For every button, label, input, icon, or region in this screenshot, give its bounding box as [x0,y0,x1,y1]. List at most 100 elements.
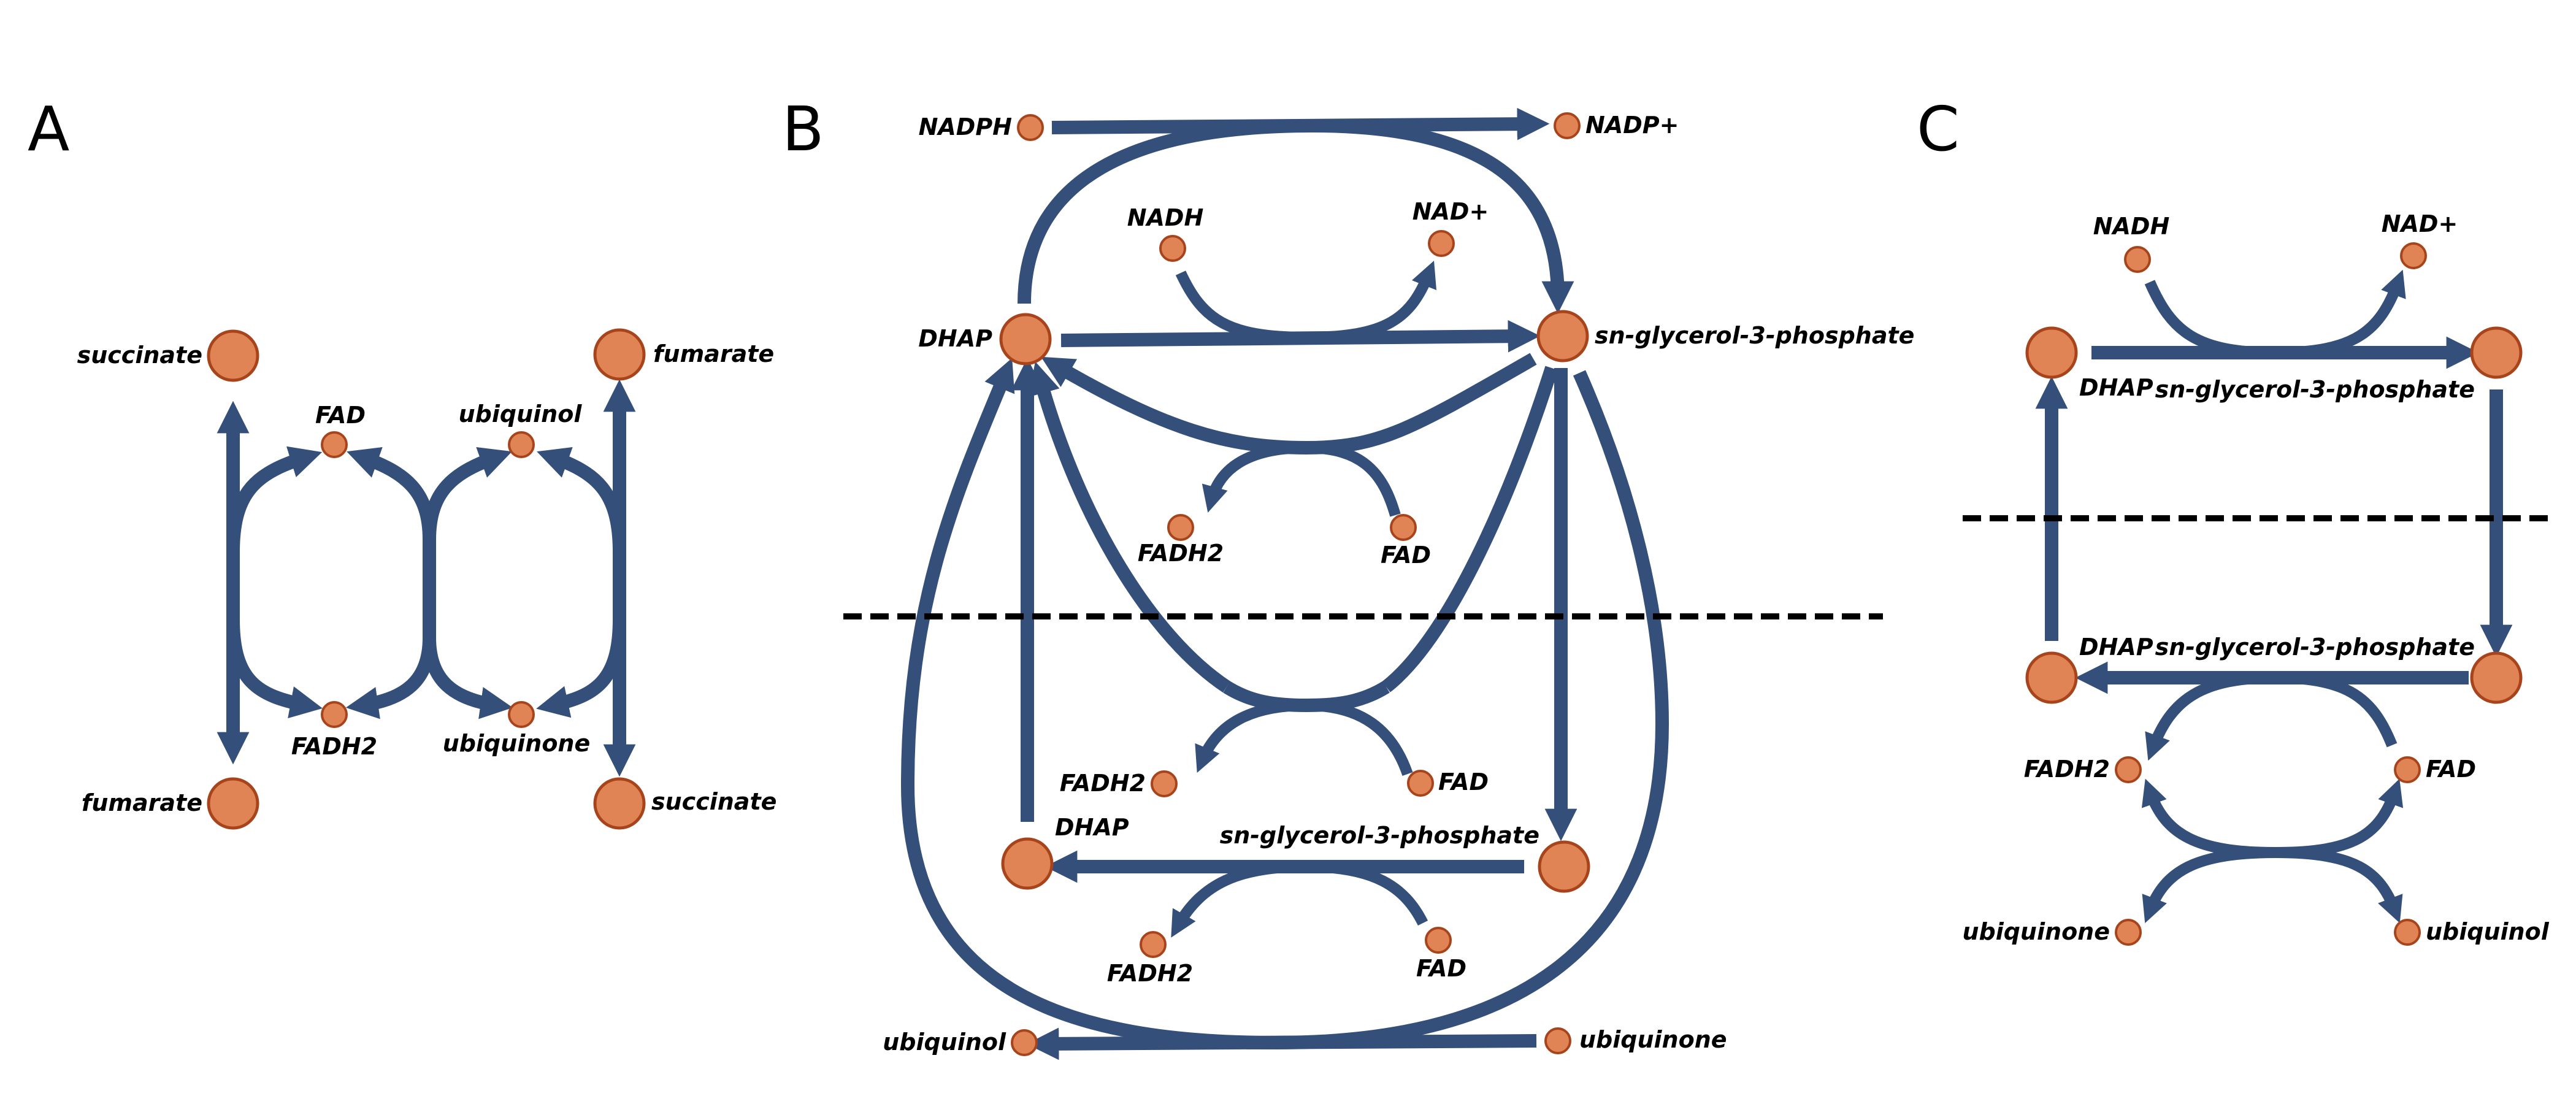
nadh-branch [1175,270,1307,343]
panel-c-letter: C [1917,93,1960,165]
fad-lower-branch [1306,861,1428,926]
fadh2-arrow [2145,672,2276,761]
fad-branch-arrow [226,446,323,553]
dhap-label: DHAP [1055,814,1129,841]
nadh-label: NADH [1127,204,1204,231]
ubiquinone-label: ubiquinone [1579,1026,1727,1053]
fadh2-branch-arrow [226,619,323,719]
nad-node [1428,230,1455,257]
ubiquinone-node [1544,1027,1571,1054]
fadh2-node [2115,756,2142,783]
ubiquinone-label: ubiquinone [443,730,591,757]
nad-label: NAD+ [1413,198,1489,225]
fad-label: FAD [1416,955,1466,982]
ubiquinol-node [508,431,535,458]
ubiquinone-label: ubiquinone [1962,918,2110,945]
ubiquinone-node [508,701,535,728]
nadh-node [2124,246,2151,273]
fadh2-mid-arrow [1195,700,1307,773]
dhap-node [999,313,1052,366]
g3p-label: sn-glycerol-3-phosphate [2155,634,2475,661]
nad-node [2400,242,2427,269]
dhap-node [2025,651,2078,704]
ubiquinone-branch-arrow [536,619,626,718]
ubiquinol-branch-arrow [537,447,626,553]
fumarate-label: fumarate [653,340,774,367]
fadh2-lower-arrow [1171,861,1307,938]
fad-node [1407,770,1434,797]
panel-b: B [782,93,1914,1060]
succinate-node [593,777,646,830]
ubiquinol-label: ubiquinol [883,1029,1006,1056]
nadh-node [1159,235,1186,262]
ubiquinol-node [1011,1029,1038,1056]
ubiquinol-branch-arrow [2275,847,2403,924]
dhap-node [1001,837,1054,890]
fad-node [2394,756,2421,783]
fad-node [1390,514,1417,541]
fad-upper-branch [1306,442,1401,517]
fadh2-upper-arrow [1202,442,1307,513]
dhap-label: DHAP [2079,634,2153,661]
g3p-node [1538,840,1590,893]
fadh2-center-arrow [345,637,436,719]
fad-mid-branch [1306,700,1413,776]
dhap-label: DHAP [918,325,992,352]
ubiquinone-to-fadh2-arrow [2141,778,2276,858]
dhap-node [2025,326,2078,379]
panel-a: A succinate fumarate FAD FADH2 ubiquinol… [28,93,776,830]
succinate-label: succinate [77,342,202,369]
g3p-label: sn-glycerol-3-phosphate [2155,376,2475,403]
fadh2-label: FADH2 [1107,960,1193,987]
fadh2-label: FADH2 [1060,770,1146,797]
outer-right-loop [1275,370,1669,1049]
nadph-arc-arrow [1018,118,1574,314]
fad-label: FAD [1438,769,1489,795]
nadp-node [1554,112,1581,139]
panel-a-letter: A [28,93,69,165]
fad-node [321,431,348,458]
fad-label: FAD [315,402,366,429]
ubiquinol-label: ubiquinol [459,401,583,427]
nad-branch-arrow [2275,269,2406,358]
ubiquinol-node [2394,919,2421,946]
g3p-label: sn-glycerol-3-phosphate [1595,322,1914,349]
nadh-branch [2144,280,2276,358]
dhap-up-loop-arrow [1028,361,1231,693]
fadh2-label: FADH2 [2024,756,2110,783]
g3p-node [2470,326,2523,379]
panel-c: C NADH NAD+ DHAP sn-glycerol-3-ph [1917,93,2555,946]
g3p-label: sn-glycerol-3-phosphate [1220,822,1539,849]
nadph-label: NADPH [919,113,1012,140]
ubiquinol-center-arrow [423,447,512,540]
succinate-node [207,329,259,382]
nadph-node [1017,114,1044,141]
nadp-label: NADP+ [1585,112,1679,139]
fad-node [1425,927,1452,954]
ubiquinone-branch-arrow [2142,847,2276,924]
g3p-to-dhap-upper-arrow [1041,353,1537,455]
dhap-label: DHAP [2079,374,2153,401]
g3p-node [1536,310,1589,362]
fadh2-node [321,701,348,728]
fadh2-label: FADH2 [291,733,377,760]
fadh2-label: FADH2 [1138,540,1224,567]
fumarate-node [593,328,646,381]
fad-to-ubiquinol-up-arrow [2275,778,2404,858]
fad-label: FAD [1381,542,1431,569]
panel-b-letter: B [782,93,824,165]
fad-branch [2275,672,2398,748]
fadh2-node [1140,931,1167,958]
ubiquinone-node [2115,919,2142,946]
nad-branch-arrow [1306,260,1437,343]
fumarate-label: fumarate [82,789,202,816]
ubiquinone-to-ubiquinol-arrow [1026,1027,1537,1060]
fadh2-node [1151,770,1178,797]
fumarate-node [207,777,259,830]
fadh2-node [1167,514,1194,541]
nadh-label: NADH [2093,213,2170,240]
g3p-node [2470,651,2523,704]
fad-center-arrow [347,447,436,540]
nad-label: NAD+ [2382,210,2458,237]
